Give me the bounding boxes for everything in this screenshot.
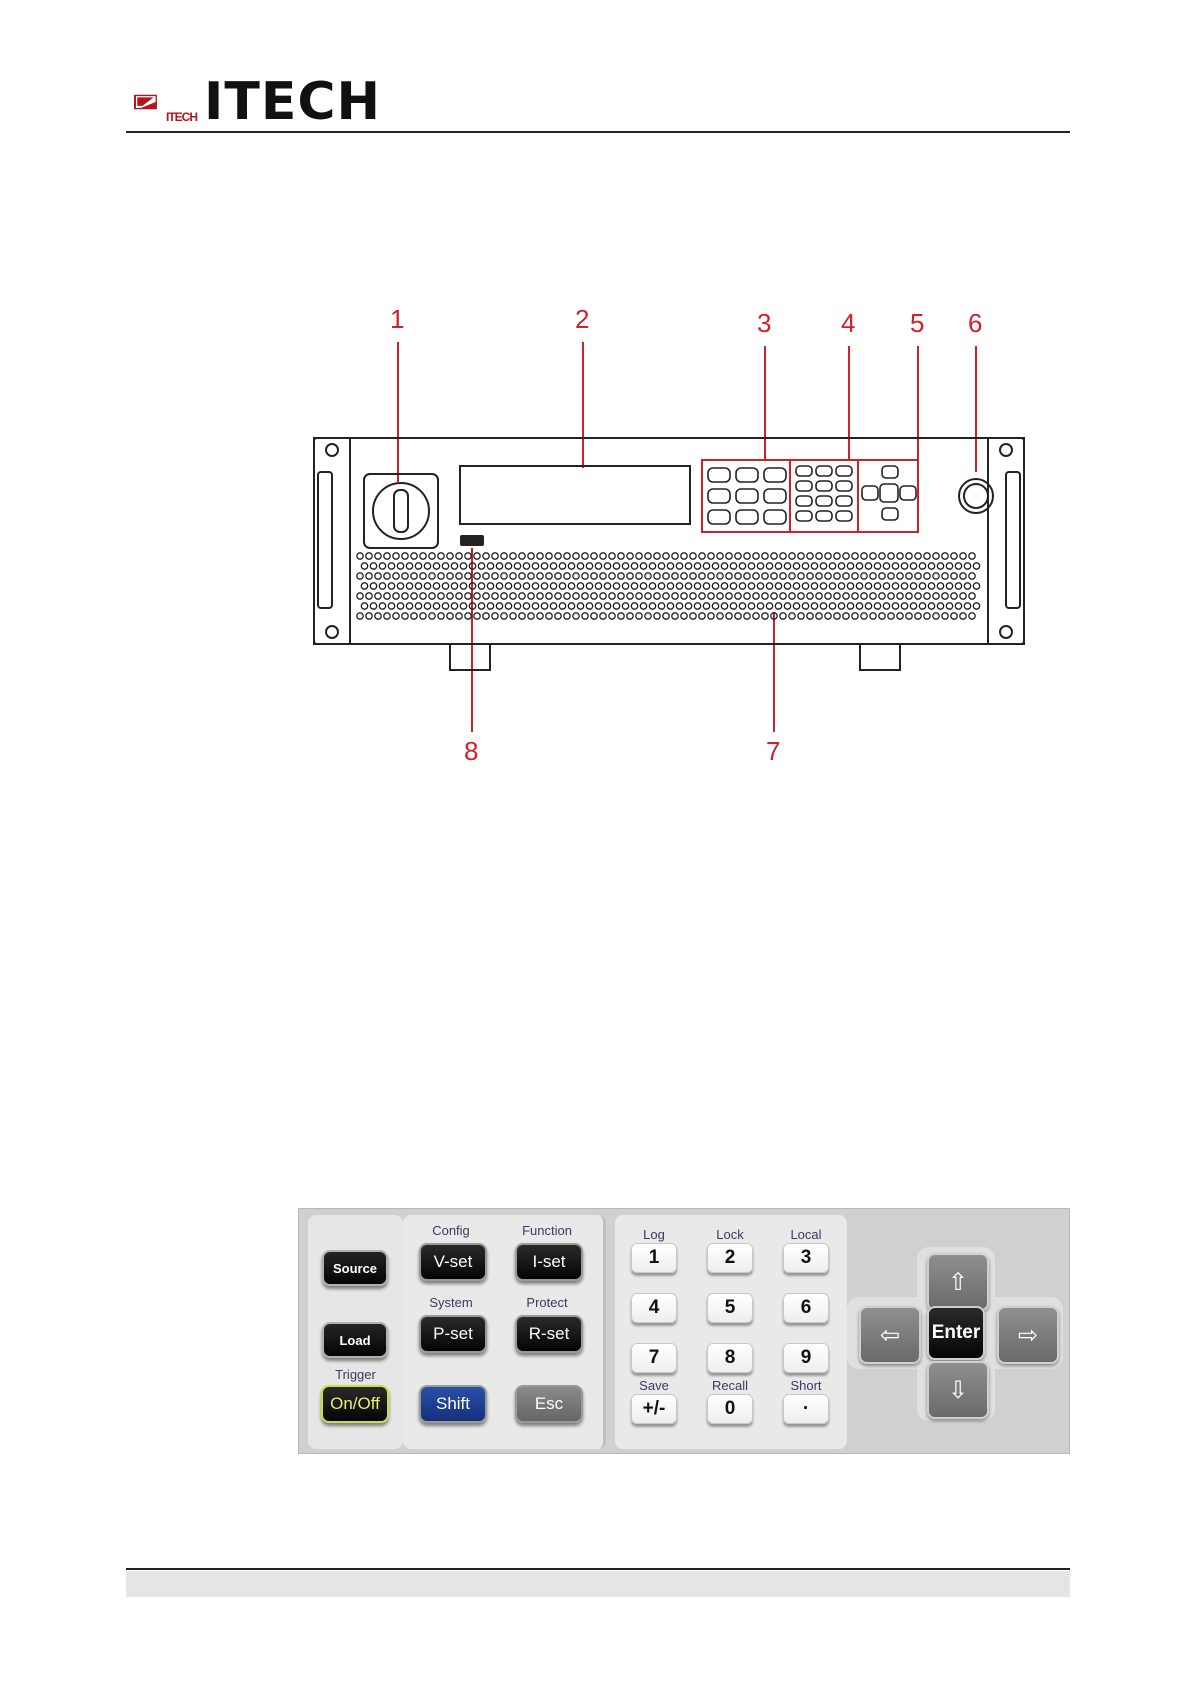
- left-arrow-key[interactable]: ⇦: [859, 1306, 921, 1364]
- system-label: System: [417, 1295, 485, 1310]
- function-key-group: Source Load Trigger On/Off: [308, 1215, 403, 1449]
- load-key[interactable]: Load: [322, 1322, 388, 1358]
- short-label: Short: [783, 1378, 829, 1393]
- key-5[interactable]: 5: [707, 1293, 753, 1323]
- save-label: Save: [631, 1378, 677, 1393]
- numeric-key-group: Log Lock Local 1 2 3 4 5 6 7 8 9 Save Re…: [615, 1215, 847, 1449]
- esc-key[interactable]: Esc: [515, 1385, 583, 1423]
- key-1[interactable]: 1: [631, 1243, 677, 1273]
- callout-6: 6: [968, 308, 982, 338]
- key-2[interactable]: 2: [707, 1243, 753, 1273]
- callout-8: 8: [464, 736, 478, 766]
- trigger-label: Trigger: [308, 1367, 403, 1382]
- local-label: Local: [783, 1227, 829, 1242]
- down-arrow-key[interactable]: ⇩: [927, 1361, 989, 1419]
- callout-3: 3: [757, 308, 771, 338]
- function-label: Function: [513, 1223, 581, 1238]
- key-6[interactable]: 6: [783, 1293, 829, 1323]
- footer-band: [126, 1571, 1070, 1597]
- logo-mark-text: ITECH: [166, 110, 197, 124]
- header-rule: [126, 131, 1070, 133]
- lock-label: Lock: [707, 1227, 753, 1242]
- callout-leaders: [398, 342, 976, 732]
- callout-1: 1: [390, 304, 404, 334]
- right-arrow-key[interactable]: ⇨: [997, 1306, 1059, 1364]
- key-4[interactable]: 4: [631, 1293, 677, 1323]
- callout-4: 4: [841, 308, 855, 338]
- enter-key[interactable]: Enter: [927, 1306, 985, 1360]
- key-dot[interactable]: ·: [783, 1394, 829, 1424]
- iset-key[interactable]: I-set: [515, 1243, 583, 1281]
- log-label: Log: [631, 1227, 677, 1242]
- pset-key[interactable]: P-set: [419, 1315, 487, 1353]
- callout-7: 7: [766, 736, 780, 766]
- front-panel-figure: 1 2 3 4 5 6 7 8: [300, 300, 1070, 780]
- key-plus-minus[interactable]: +/-: [631, 1394, 677, 1424]
- vset-key[interactable]: V-set: [419, 1243, 487, 1281]
- keypad-panel: Source Load Trigger On/Off Config Functi…: [298, 1208, 1070, 1454]
- footer-rule: [126, 1568, 1070, 1570]
- vent-holes: [357, 553, 980, 619]
- onoff-key[interactable]: On/Off: [321, 1385, 389, 1423]
- rset-key[interactable]: R-set: [515, 1315, 583, 1353]
- key-7[interactable]: 7: [631, 1343, 677, 1373]
- key-9[interactable]: 9: [783, 1343, 829, 1373]
- key-3[interactable]: 3: [783, 1243, 829, 1273]
- protect-label: Protect: [513, 1295, 581, 1310]
- callout-2: 2: [575, 304, 589, 334]
- config-label: Config: [417, 1223, 485, 1238]
- shift-key[interactable]: Shift: [419, 1385, 487, 1423]
- up-arrow-key[interactable]: ⇧: [927, 1253, 989, 1311]
- source-key[interactable]: Source: [322, 1250, 388, 1286]
- setting-key-group: Config Function V-set I-set System Prote…: [403, 1215, 606, 1449]
- key-0[interactable]: 0: [707, 1394, 753, 1424]
- callout-5: 5: [910, 308, 924, 338]
- recall-label: Recall: [707, 1378, 753, 1393]
- key-8[interactable]: 8: [707, 1343, 753, 1373]
- logo-text: ITECH: [204, 72, 381, 132]
